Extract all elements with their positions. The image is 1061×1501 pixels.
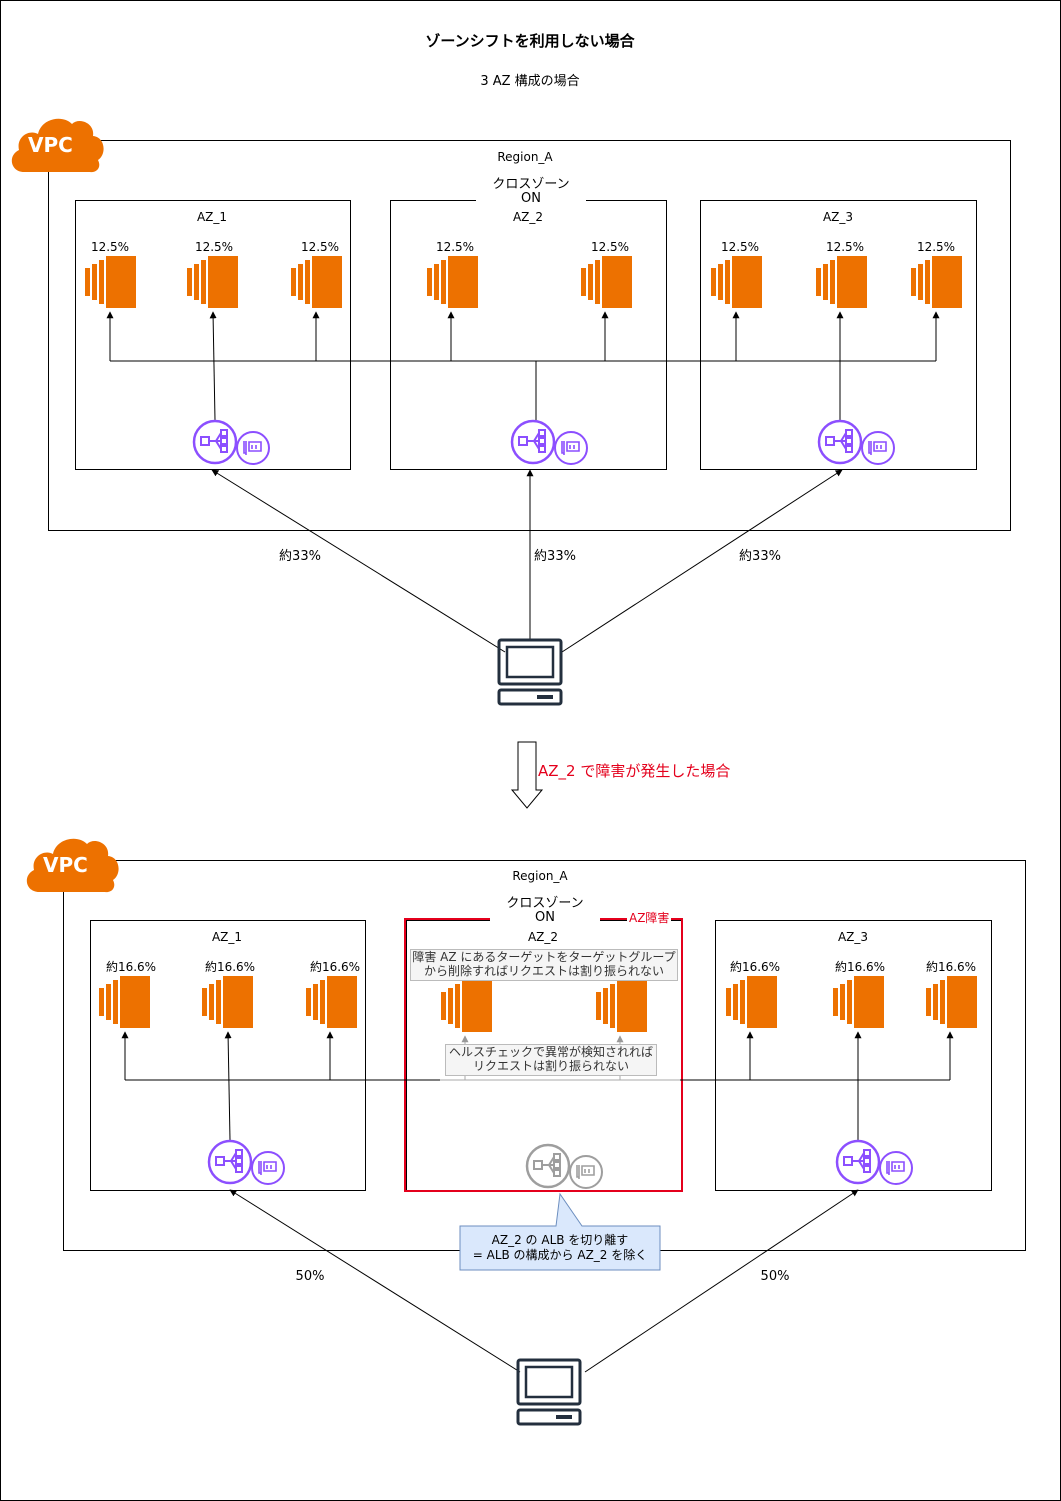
top-az3-box bbox=[700, 200, 977, 470]
top-client-icon bbox=[497, 638, 563, 706]
ec2-instance-icon bbox=[427, 256, 478, 308]
diagram-subtitle: 3 AZ 構成の場合 bbox=[480, 74, 580, 89]
top-traffic-arrows bbox=[211, 469, 843, 653]
bottom-az1-alb-icon bbox=[207, 1139, 286, 1186]
ec2-instance-icon bbox=[726, 976, 777, 1028]
top-instance-weight: 12.5% bbox=[300, 240, 340, 254]
callout-text: AZ_2 の ALB を切り離す = ALB の構成から AZ_2 を除く bbox=[460, 1233, 660, 1263]
top-az1-box bbox=[75, 200, 351, 470]
bottom-instance-weight: 約16.6% bbox=[105, 960, 157, 974]
bottom-az3-alb-icon bbox=[835, 1139, 914, 1186]
ec2-instance-icon bbox=[99, 976, 150, 1028]
bottom-az2-alb-disabled-icon bbox=[525, 1143, 604, 1190]
callout-line2: = ALB の構成から AZ_2 を除く bbox=[472, 1248, 648, 1262]
detach-alb-callout bbox=[459, 1192, 661, 1271]
bottom-ec2-instances bbox=[99, 976, 977, 1032]
top-cross-zone-line2: ON bbox=[521, 191, 541, 206]
ec2-instance-icon bbox=[816, 256, 867, 308]
bottom-vpc-label: VPC bbox=[43, 853, 88, 877]
top-az3-alb-icon bbox=[817, 419, 896, 466]
ec2-instance-icon bbox=[711, 256, 762, 308]
bottom-traffic-az1: 50% bbox=[295, 1269, 325, 1284]
bottom-az2-label: AZ_2 bbox=[527, 930, 559, 944]
top-cross-zone-line1: クロスゾーン bbox=[492, 177, 570, 192]
top-traffic-az2: 約33% bbox=[534, 549, 576, 564]
top-instance-weight: 12.5% bbox=[720, 240, 760, 254]
ec2-instance-icon bbox=[581, 256, 632, 308]
transition-down-arrow bbox=[510, 741, 544, 809]
bottom-region-label: Region_A bbox=[512, 869, 568, 883]
top-cross-zone-connectors bbox=[106, 311, 940, 421]
top-az2-alb-icon bbox=[510, 419, 589, 466]
bottom-az1-label: AZ_1 bbox=[211, 930, 243, 944]
top-az2-label: AZ_2 bbox=[512, 210, 544, 224]
top-traffic-az3: 約33% bbox=[739, 549, 781, 564]
note-health-check-line1: ヘルスチェックで異常が検知されれば bbox=[448, 1045, 653, 1059]
ec2-instance-icon bbox=[202, 976, 253, 1028]
note-target-group-line1: 障害 AZ にあるターゲットをターゲットグループ bbox=[412, 950, 676, 964]
top-region-label: Region_A bbox=[497, 150, 553, 164]
bottom-instance-weight: 約16.6% bbox=[834, 960, 886, 974]
ec2-instance-icon bbox=[306, 976, 357, 1028]
top-ec2-instances bbox=[85, 256, 962, 308]
bottom-traffic-arrows bbox=[229, 1189, 859, 1373]
ec2-instance-icon bbox=[291, 256, 342, 308]
ec2-instance-icon bbox=[596, 980, 647, 1032]
top-cross-zone-label: クロスゾーン ON bbox=[476, 178, 586, 206]
top-az1-alb-icon bbox=[192, 419, 271, 466]
callout-line1: AZ_2 の ALB を切り離す bbox=[491, 1233, 629, 1247]
top-az1-label: AZ_1 bbox=[196, 210, 228, 224]
ec2-instance-icon bbox=[187, 256, 238, 308]
transition-label: AZ_2 で障害が発生した場合 bbox=[538, 762, 731, 780]
bottom-cross-zone-label: クロスゾーン ON bbox=[490, 897, 600, 925]
bottom-traffic-az3: 50% bbox=[760, 1269, 790, 1284]
bottom-cross-zone-connectors bbox=[121, 1031, 954, 1141]
az-failure-label: AZ障害 bbox=[627, 911, 672, 925]
bottom-instance-weight: 約16.6% bbox=[925, 960, 977, 974]
top-instance-weight: 12.5% bbox=[916, 240, 956, 254]
bottom-instance-weight: 約16.6% bbox=[204, 960, 256, 974]
note-target-group-line2: から削除すればリクエストは割り振られない bbox=[423, 964, 664, 978]
bottom-cross-zone-line1: クロスゾーン bbox=[506, 896, 584, 911]
note-target-group: 障害 AZ にあるターゲットをターゲットグループ から削除すればリクエストは割り… bbox=[410, 949, 678, 981]
top-vpc-label: VPC bbox=[28, 133, 73, 157]
top-instance-weight: 12.5% bbox=[435, 240, 475, 254]
note-health-check-line2: リクエストは割り振られない bbox=[472, 1059, 629, 1073]
bottom-cross-zone-line2: ON bbox=[535, 910, 555, 925]
top-instance-weight: 12.5% bbox=[90, 240, 130, 254]
top-instance-weight: 12.5% bbox=[194, 240, 234, 254]
bottom-az3-label: AZ_3 bbox=[837, 930, 869, 944]
top-az3-label: AZ_3 bbox=[822, 210, 854, 224]
bottom-az1-box bbox=[90, 920, 366, 1191]
ec2-instance-icon bbox=[926, 976, 977, 1028]
ec2-instance-icon bbox=[833, 976, 884, 1028]
ec2-instance-icon bbox=[85, 256, 136, 308]
bottom-client-icon bbox=[516, 1358, 582, 1426]
bottom-instance-weight: 約16.6% bbox=[309, 960, 361, 974]
ec2-instance-icon bbox=[441, 980, 492, 1032]
diagram-title: ゾーンシフトを利用しない場合 bbox=[425, 32, 635, 50]
ec2-instance-icon bbox=[911, 256, 962, 308]
top-instance-weight: 12.5% bbox=[590, 240, 630, 254]
note-health-check: ヘルスチェックで異常が検知されれば リクエストは割り振られない bbox=[445, 1044, 657, 1076]
bottom-instance-weight: 約16.6% bbox=[729, 960, 781, 974]
top-traffic-az1: 約33% bbox=[279, 549, 321, 564]
top-instance-weight: 12.5% bbox=[825, 240, 865, 254]
